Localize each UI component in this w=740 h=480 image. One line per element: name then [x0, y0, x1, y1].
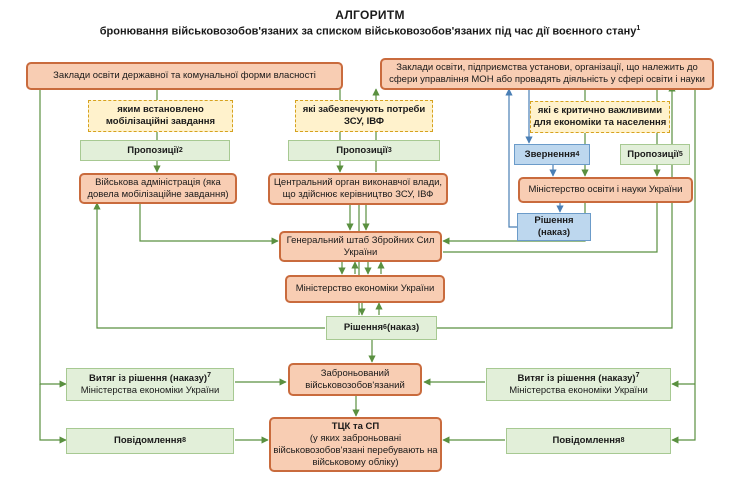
box-general-staff: Генеральний штаб Збройних Сил України	[279, 231, 442, 262]
connector-decision-right	[437, 84, 676, 329]
connector-right-rail	[671, 89, 696, 444]
extract-right: Витяг із рішення (наказу)7 Міністерства …	[486, 368, 671, 401]
decision-order-blue: Рішення (наказ)	[517, 213, 591, 241]
diagram-subtitle: бронювання військовозобов'язаних за спис…	[99, 25, 641, 38]
connector-mon-gs2	[443, 203, 658, 253]
connector-blue-decision-edu	[505, 88, 517, 228]
connector-decision-left	[93, 202, 325, 329]
box-ministry-education: Міністерство освіти і науки України	[518, 177, 693, 203]
connector-left-rail-notice	[39, 384, 67, 444]
box-central-executive-body: Центральний орган виконавчої влади, що з…	[268, 173, 448, 205]
connector-admin-gs	[139, 203, 279, 245]
box-ministry-economy: Міністерство економіки України	[285, 275, 445, 303]
extract-left: Витяг із рішення (наказу)7 Міністерства …	[66, 368, 234, 401]
diagram-title: АЛГОРИТМ	[335, 8, 405, 22]
connector-left-rail-extract	[39, 89, 67, 388]
box-reserved-person: Заброньований військовозобов'язаний	[288, 363, 422, 396]
box-education-state-communal: Заклади освіти державної та комунальної …	[26, 62, 343, 90]
condition-critical-importance: які є критично важливими для економіки т…	[530, 101, 670, 133]
condition-mobilization-tasks: яким встановлено мобілізаційні завдання	[88, 100, 233, 132]
box-education-mon-sphere: Заклади освіти, підприємства установи, о…	[380, 58, 714, 90]
condition-zsu-needs: які забезпечують потреби ЗСУ, ІВФ	[295, 100, 433, 132]
box-military-administration: Військова адміністрація (яка довела мобі…	[79, 173, 237, 204]
box-tck-sp: ТЦК та СП (у яких заброньовані військово…	[269, 417, 442, 472]
